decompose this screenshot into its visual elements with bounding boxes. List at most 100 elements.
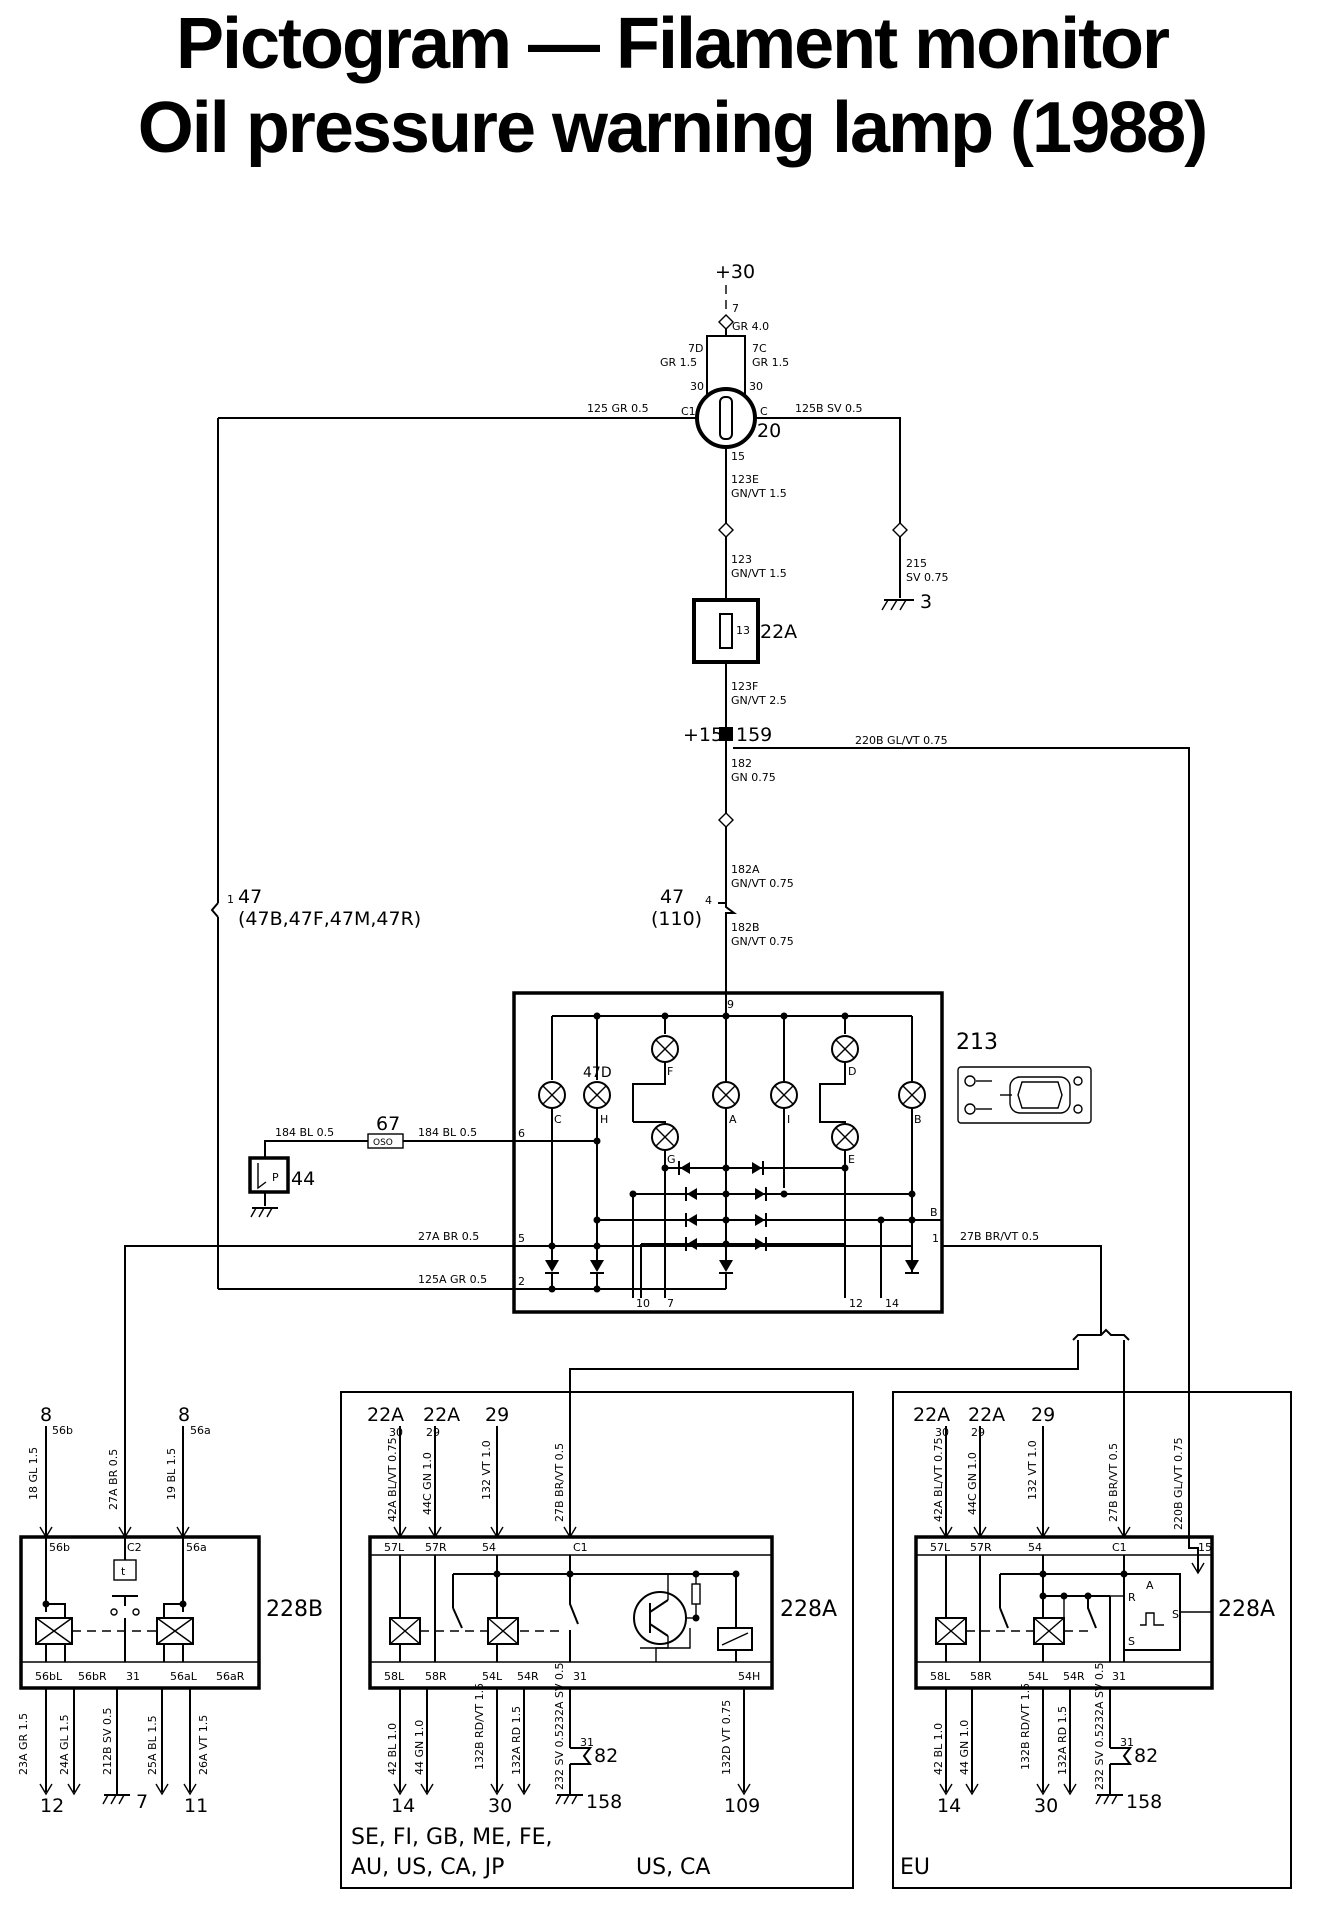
wire-125b-label: 125B SV 0.5 bbox=[795, 402, 863, 415]
ground-icon bbox=[555, 1794, 583, 1805]
ground-3-icon bbox=[881, 599, 914, 611]
pin-54h: 54H bbox=[738, 1670, 760, 1683]
pulse-pin-r: R bbox=[1128, 1591, 1136, 1604]
lamp-c-label: C bbox=[554, 1113, 562, 1126]
pin-57r: 57R bbox=[425, 1541, 447, 1554]
input-56b: 56b bbox=[52, 1424, 73, 1437]
fuse-13-icon bbox=[719, 613, 733, 649]
input-22a-1: 22A bbox=[913, 1404, 950, 1426]
wire-27a-label: 27A BR 0.5 bbox=[418, 1230, 479, 1243]
output-109: 109 bbox=[724, 1795, 760, 1817]
diagram-title-line-2: Oil pressure warning lamp (1988) bbox=[137, 88, 1208, 168]
interconnect-lines: 27A BR 0.5 125A GR 0.5 27B BR/VT 0.5 bbox=[124, 1230, 1130, 1537]
pin-58l: 58L bbox=[930, 1670, 951, 1683]
lamp-d-label: D bbox=[848, 1065, 856, 1078]
wire-7d-id: 7D bbox=[688, 342, 703, 355]
pin-10: 10 bbox=[636, 1297, 650, 1310]
wire-18-label: 18 GL 1.5 bbox=[27, 1447, 40, 1500]
output-14: 14 bbox=[391, 1795, 415, 1817]
diagram-title-line-1: Pictogram — Filament monitor bbox=[175, 4, 1170, 84]
diode-icon bbox=[678, 1161, 690, 1175]
diode-matrix bbox=[593, 1161, 930, 1298]
lamp-i-icon bbox=[770, 1081, 798, 1109]
wire-42a-label: 42A BL/VT 0.75 bbox=[386, 1437, 399, 1522]
wire-220b-228a-label: 220B GL/VT 0.75 bbox=[1172, 1437, 1185, 1530]
input-22a-2: 22A bbox=[968, 1404, 1005, 1426]
pin-c1: C1 bbox=[573, 1541, 588, 1554]
output-diode-icon bbox=[719, 1260, 733, 1274]
wire-123-id: 123 bbox=[731, 553, 752, 566]
wire-125-label: 125 GR 0.5 bbox=[587, 402, 649, 415]
filament-monitor-213: 213 9 C bbox=[512, 991, 1092, 1314]
input-29: 29 bbox=[485, 1404, 509, 1426]
input-8-b: 8 bbox=[178, 1404, 190, 1426]
ground-158-label: 158 bbox=[1126, 1791, 1162, 1813]
module-213-label: 213 bbox=[956, 1030, 998, 1055]
lamp-c-icon bbox=[538, 1081, 566, 1109]
wire-232-label: 232 SV 0.5 bbox=[553, 1730, 566, 1790]
pin-54: 54 bbox=[482, 1541, 496, 1554]
pin-54r: 54R bbox=[1063, 1670, 1085, 1683]
input-22a-1: 22A bbox=[367, 1404, 404, 1426]
lamp-h-icon bbox=[583, 1081, 611, 1109]
pin-58l: 58L bbox=[384, 1670, 405, 1683]
pin-5: 5 bbox=[518, 1232, 525, 1245]
lamp-b-label: B bbox=[914, 1113, 922, 1126]
wire-132a-label: 132A RD 1.5 bbox=[510, 1706, 523, 1775]
pin-6: 6 bbox=[518, 1127, 525, 1140]
pin-7: 7 bbox=[667, 1297, 674, 1310]
connector-47-label: 47 bbox=[660, 886, 684, 908]
wire-123e-id: 123E bbox=[731, 473, 759, 486]
wire-182a-spec: GN/VT 0.75 bbox=[731, 877, 794, 890]
supply-section: +30 7 GR 4.0 7D GR 1.5 7C GR 1.5 30 30 2… bbox=[210, 261, 1199, 1573]
connector-47-left-pin-1: 1 bbox=[227, 893, 234, 906]
relay-228b-label: 228B bbox=[266, 1597, 323, 1622]
lamp-h-label: H bbox=[600, 1113, 608, 1126]
lamp-e-icon bbox=[831, 1123, 859, 1151]
ground-point-31: 31 bbox=[1120, 1736, 1134, 1749]
component-20-label: 20 bbox=[757, 420, 781, 442]
pin-58r: 58R bbox=[970, 1670, 992, 1683]
lamp-h-tag-47d: 47D bbox=[583, 1065, 612, 1081]
relay-228b: 8 56b 8 56a 18 GL 1.5 27A BR 0.5 19 BL 1… bbox=[17, 1404, 323, 1817]
input-22a-2: 22A bbox=[423, 1404, 460, 1426]
lamp-a-icon bbox=[712, 1081, 740, 1109]
pin-56al: 56aL bbox=[170, 1670, 198, 1683]
wire-27b-228a-label: 27B BR/VT 0.5 bbox=[1107, 1443, 1120, 1522]
ground-icon bbox=[250, 1207, 278, 1218]
pin-2: 2 bbox=[518, 1275, 525, 1288]
splice-159 bbox=[719, 727, 733, 741]
output-12: 12 bbox=[40, 1795, 64, 1817]
wire-42a-label: 42A BL/VT 0.75 bbox=[932, 1437, 945, 1522]
input-29: 29 bbox=[1031, 1404, 1055, 1426]
wire-7d-spec: GR 1.5 bbox=[660, 356, 697, 369]
wire-184-left: 184 BL 0.5 bbox=[275, 1126, 334, 1139]
wire-220b-label: 220B GL/VT 0.75 bbox=[855, 734, 948, 747]
pin-c: C bbox=[760, 405, 768, 418]
connector-diamond bbox=[718, 522, 734, 538]
pin-54l: 54L bbox=[482, 1670, 503, 1683]
ground-82-label: 82 bbox=[1134, 1745, 1158, 1767]
wire-25a-label: 25A BL 1.5 bbox=[146, 1715, 159, 1775]
wire-123f-id: 123F bbox=[731, 680, 758, 693]
lamp-g-icon bbox=[651, 1123, 679, 1151]
wire-212b-label: 212B SV 0.5 bbox=[101, 1707, 114, 1775]
market-codes-line-1: SE, FI, GB, ME, FE, bbox=[351, 1825, 553, 1850]
wire-232a-label: 232A SV 0.5 bbox=[1093, 1662, 1106, 1730]
fuse-22a-label: 22A bbox=[760, 621, 797, 643]
pin-54l: 54L bbox=[1028, 1670, 1049, 1683]
relay-coil-right-icon bbox=[156, 1617, 194, 1645]
car-pictogram-icon bbox=[957, 1066, 1092, 1124]
wire-44-label: 44 GN 1.0 bbox=[413, 1720, 426, 1775]
terminal-plus-30: +30 bbox=[715, 261, 755, 283]
connector-47-sub: (110) bbox=[651, 908, 702, 930]
pin-56a-top: 56a bbox=[186, 1541, 207, 1554]
relay-228b-box bbox=[19, 1535, 261, 1690]
terminal-plus-15: +15 bbox=[683, 724, 723, 746]
ground-point-31: 31 bbox=[580, 1736, 594, 1749]
pin-30-left: 30 bbox=[690, 380, 704, 393]
pin-15: 15 bbox=[731, 450, 745, 463]
wire-232-label: 232 SV 0.5 bbox=[1093, 1730, 1106, 1790]
oil-pressure-sensor-44-icon bbox=[248, 1156, 290, 1194]
